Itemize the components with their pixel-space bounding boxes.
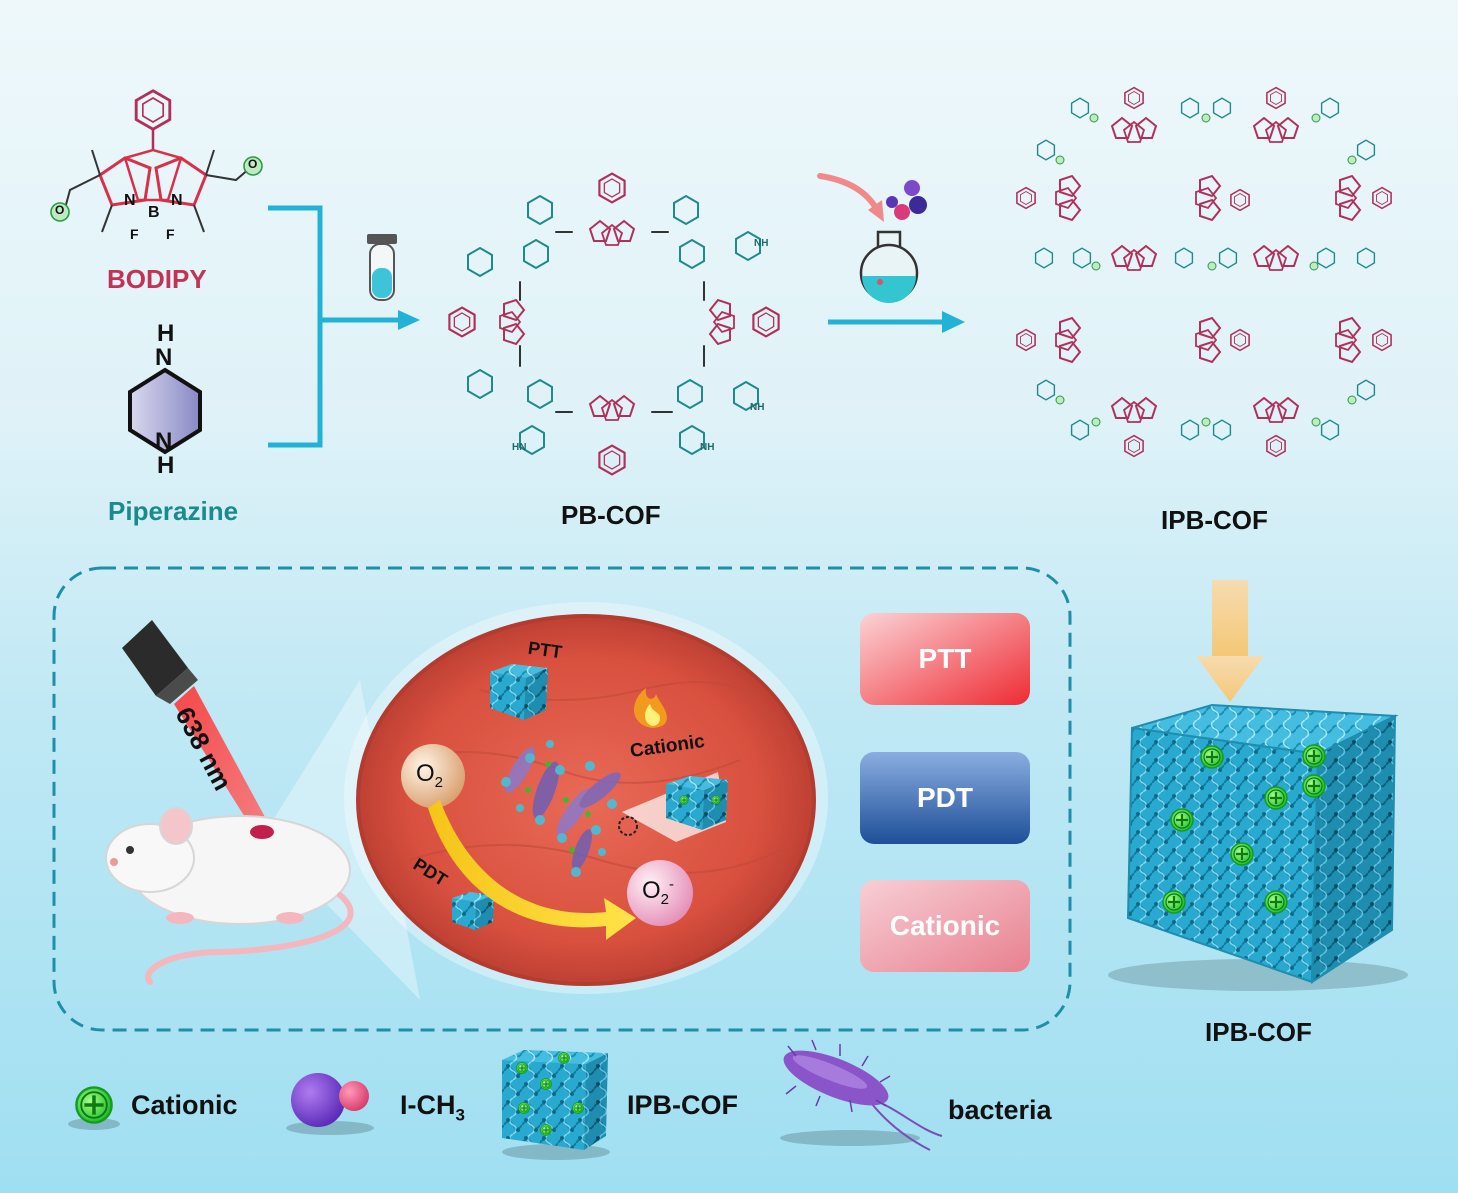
flask-icon bbox=[817, 173, 927, 303]
flame-icon bbox=[633, 688, 667, 728]
o2-base: O bbox=[416, 760, 435, 787]
piperazine-atom-n-bottom: N bbox=[155, 428, 173, 455]
pb-cof-label: PB-COF bbox=[561, 500, 661, 530]
bodipy-atom-b: B bbox=[148, 204, 160, 221]
bodipy-label: BODIPY bbox=[107, 264, 207, 294]
legend-ich3-base: I-CH bbox=[400, 1090, 456, 1120]
pb-cof-nh-label: NH bbox=[754, 238, 769, 249]
o2-label: O2 bbox=[416, 760, 443, 791]
o2-radical-label: O2- bbox=[642, 876, 674, 908]
o2r-sup: - bbox=[669, 876, 675, 893]
ipb-cof-network bbox=[1016, 86, 1392, 458]
legend-ich3-icon bbox=[286, 1073, 374, 1135]
o2-sub: 2 bbox=[434, 773, 444, 791]
ptt-tag: PTT bbox=[918, 643, 972, 674]
o2-radical-sphere bbox=[627, 860, 693, 926]
reaction-arrow-2 bbox=[828, 311, 965, 333]
bodipy-atom-o-left: O bbox=[55, 203, 65, 217]
vial-icon bbox=[367, 234, 397, 301]
o2r-base: O bbox=[642, 877, 661, 904]
bodipy-atom-o-right: O bbox=[248, 157, 258, 171]
laser-device bbox=[122, 620, 272, 838]
piperazine-structure bbox=[128, 367, 202, 455]
bodipy-structure bbox=[50, 89, 263, 233]
tissue-cube-cationic bbox=[618, 772, 728, 842]
pdt-tag-box bbox=[860, 752, 1030, 844]
legend-ich3-sub: 3 bbox=[455, 1105, 465, 1125]
piperazine-atom-n-top: N bbox=[155, 344, 173, 371]
legend-ich3-label: I-CH3 bbox=[400, 1090, 465, 1125]
pdt-arrow bbox=[428, 800, 636, 940]
cationic-tag: Cationic bbox=[889, 910, 1001, 941]
cationic-tag-box bbox=[860, 880, 1030, 972]
tissue-cube-pdt bbox=[452, 892, 494, 930]
therapy-panel-border bbox=[52, 566, 1072, 1032]
pb-cof-nh-label-2: NH bbox=[750, 402, 765, 413]
pb-cof-ring bbox=[448, 172, 780, 476]
legend-ipb-cof-label: IPB-COF bbox=[627, 1090, 738, 1120]
legend-bacteria-icon bbox=[780, 1039, 943, 1151]
legend-bacteria-label: bacteria bbox=[948, 1095, 1052, 1125]
tissue-cube-ptt bbox=[490, 664, 548, 720]
magnify-cone bbox=[262, 680, 420, 1000]
legend-cube-icon bbox=[502, 1050, 610, 1160]
o2-sphere bbox=[401, 744, 465, 808]
bacteria-cluster bbox=[501, 740, 621, 877]
down-arrow bbox=[1196, 580, 1264, 702]
bodipy-atom-f-left: F bbox=[130, 226, 139, 242]
piperazine-atom-h-top: H bbox=[157, 320, 175, 347]
o2r-sub: 2 bbox=[660, 890, 670, 908]
legend-cationic-icon bbox=[68, 1085, 120, 1130]
bodipy-atom-n-left: N bbox=[124, 192, 136, 209]
tissue-ptt-label: PTT bbox=[526, 637, 564, 663]
legend-cationic-label: Cationic bbox=[131, 1090, 238, 1120]
pb-cof-hn-label: HN bbox=[512, 442, 527, 453]
ptt-tag-box bbox=[860, 613, 1030, 705]
bodipy-atom-n-right: N bbox=[171, 192, 183, 209]
ipb-cof-cube bbox=[1108, 703, 1408, 991]
bodipy-atom-f-right: F bbox=[166, 226, 175, 242]
piperazine-label: Piperazine bbox=[108, 496, 239, 526]
ipb-cof-network-label: IPB-COF bbox=[1161, 505, 1268, 535]
pb-cof-nh-label-3: NH bbox=[700, 442, 715, 453]
mouse-illustration bbox=[105, 807, 354, 985]
pdt-tag: PDT bbox=[917, 782, 973, 813]
piperazine-atom-h-bottom: H bbox=[157, 452, 175, 479]
reaction-bracket bbox=[268, 205, 420, 448]
ipb-cof-cube-label: IPB-COF bbox=[1205, 1017, 1312, 1047]
